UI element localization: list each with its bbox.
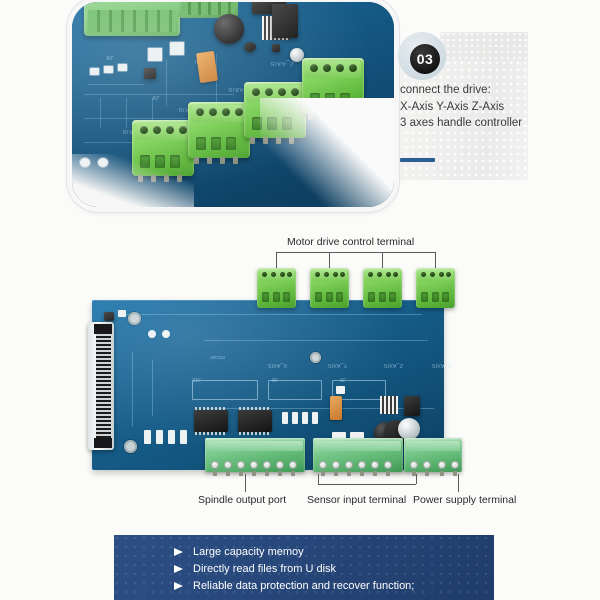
photo-smd-2: [272, 44, 280, 52]
motor-leader-3: [382, 252, 383, 268]
photo-terminal-a: [302, 58, 364, 120]
motor-terminal-z: [363, 268, 402, 308]
photo-terminal-x: [132, 120, 194, 182]
motor-bracket-horizontal: [276, 252, 436, 253]
features-panel: Large capacity memoy Directly read files…: [114, 535, 494, 600]
mounting-hole-1: [128, 312, 141, 325]
db25-parallel-port-connector: [88, 322, 114, 450]
label-spindle-output-port: Spindle output port: [198, 494, 287, 506]
mounting-hole-2: [124, 440, 137, 453]
feature-text: Directly read files from U disk: [193, 562, 337, 575]
power-supply-terminal: [404, 438, 462, 476]
photo-inductor: [214, 14, 244, 44]
photo-regulator: [272, 4, 298, 38]
photo-ic-1: [252, 2, 286, 14]
motor-leader-1: [276, 252, 277, 268]
mounting-hole-3: [310, 352, 321, 363]
feature-text: Reliable data protection and recover fun…: [193, 579, 415, 592]
sensor-leader-left: [318, 474, 319, 484]
board-ic-1: [194, 407, 228, 435]
photo-green-header-j9: [178, 2, 238, 18]
feature-item: Large capacity memoy: [174, 543, 414, 560]
motor-terminal-a: [416, 268, 455, 308]
spindle-output-terminal: [205, 438, 305, 476]
pcb-closeup-image: X_AXIS Y_AXIS Z_AXIS Z_AXIS J8 J9 J10: [72, 2, 394, 207]
photo-green-header-j8: [84, 2, 180, 36]
product-photo-card: X_AXIS Y_AXIS Z_AXIS Z_AXIS J8 J9 J10: [72, 2, 394, 207]
step-caption: connect the drive: X-Axis Y-Axis Z-Axis …: [400, 82, 535, 132]
arrow-bullet-icon: [174, 563, 187, 574]
motor-leader-2: [329, 252, 330, 268]
motor-leader-4: [435, 252, 436, 268]
spindle-leader-line: [245, 474, 246, 492]
label-sensor-input-terminal: Sensor input terminal: [307, 494, 407, 506]
caption-line-1: connect the drive:: [400, 84, 491, 96]
caption-underline-rule: [400, 158, 435, 162]
motor-terminal-y: [310, 268, 349, 308]
feature-item: Directly read files from U disk: [174, 560, 414, 577]
feature-text: Large capacity memoy: [193, 545, 304, 558]
sensor-input-terminal: [313, 438, 403, 476]
board-heatsink: [380, 396, 398, 414]
sensor-leader-right: [416, 474, 417, 484]
caption-line-2: X-Axis Y-Axis Z-Axis: [400, 100, 505, 113]
feature-item: Reliable data protection and recover fun…: [174, 577, 414, 594]
motor-terminal-x: [257, 268, 296, 308]
label-power-supply-terminal: Power supply terminal: [413, 494, 517, 506]
power-leader-line: [458, 474, 459, 492]
board-regulator: [404, 396, 420, 416]
caption-line-3: 3 axes handle controller: [400, 117, 523, 129]
board-large-capacitor: [398, 418, 420, 440]
photo-screw-hole: [290, 48, 304, 62]
photo-terminal-y: [188, 102, 250, 164]
photo-terminal-z: [244, 82, 306, 144]
arrow-bullet-icon: [174, 546, 187, 557]
step-badge-number: 03: [410, 44, 440, 74]
photo-orange-capacitor: [195, 50, 219, 84]
features-list: Large capacity memoy Directly read files…: [174, 543, 414, 594]
photo-diode: [244, 42, 256, 52]
arrow-bullet-icon: [174, 580, 187, 591]
photo-smd-1: [144, 68, 156, 79]
label-motor-drive-terminal: Motor drive control terminal: [287, 236, 415, 248]
board-orange-capacitor: [330, 396, 342, 420]
board-ic-2: [238, 407, 272, 435]
photo-heatsink: [262, 16, 290, 40]
sensor-bracket-horizontal: [318, 484, 416, 485]
